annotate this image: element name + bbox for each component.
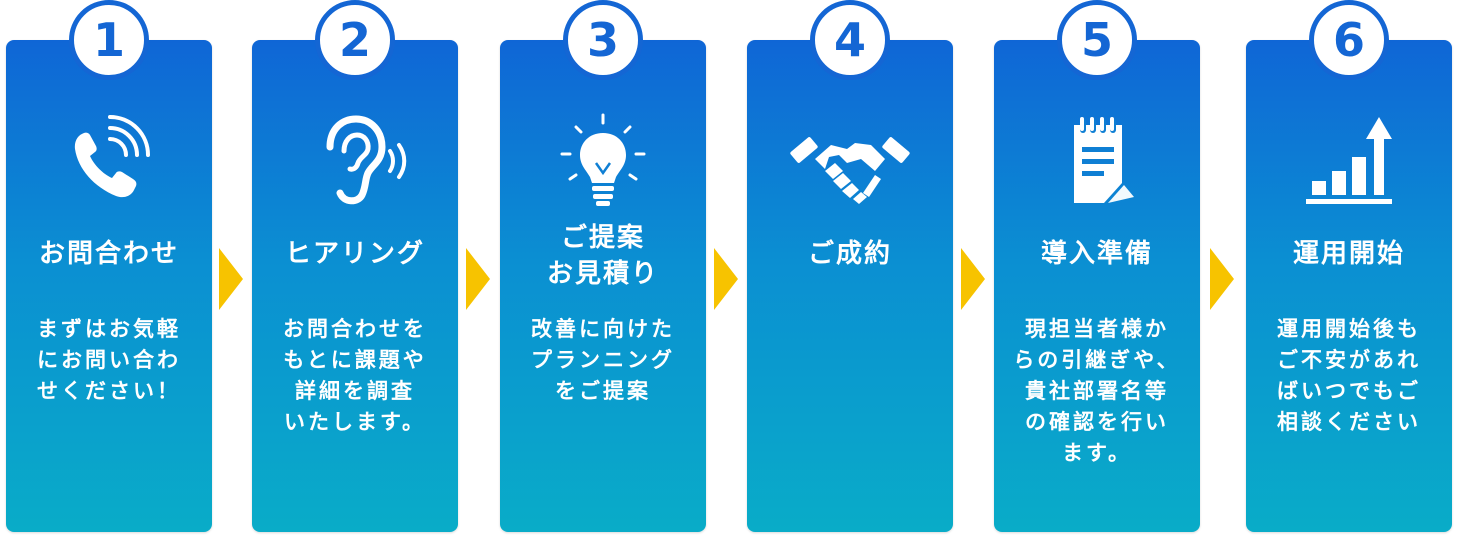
phone-icon [6,102,212,222]
step-title: ヒアリング [284,239,425,269]
next-arrow-icon [961,248,985,310]
next-arrow-icon [714,248,738,310]
ear-icon [252,102,458,222]
step-description: 改善に向けた プランニング をご提案 [531,317,675,403]
step-number-badge: 5 [1057,0,1137,80]
step-number-badge: 6 [1309,0,1389,80]
step-title: ご提案 お見積り [546,223,659,289]
step-card-2: ヒアリング お問合わせを もとに課題や 詳細を調査 いたします。 [252,40,458,532]
step-description: お問合わせを もとに課題や 詳細を調査 いたします。 [283,317,427,434]
step-description: 現担当者様か らの引継ぎや、 貴社部署名等 の確認を行い ます。 [1013,317,1181,465]
step-card-6: 運用開始 運用開始後も ご不安があれ ばいつでもご 相談ください [1246,40,1452,532]
step-description: 運用開始後も ご不安があれ ばいつでもご 相談ください [1277,317,1421,434]
next-arrow-icon [219,248,243,310]
step-title: 運用開始 [1292,239,1405,269]
step-title: お問合わせ [38,239,179,269]
step-card-1: お問合わせ まずはお気軽 にお問い合わ せください！ [6,40,212,532]
lightbulb-icon [500,102,706,222]
step-card-4: ご成約 [747,40,953,532]
step-number-badge: 2 [315,0,395,80]
step-number-badge: 4 [810,0,890,80]
handshake-icon [747,102,953,222]
step-title: ご成約 [807,239,892,269]
step-number-badge: 3 [563,0,643,80]
step-card-5: 導入準備 現担当者様か らの引継ぎや、 貴社部署名等 の確認を行い ます。 [994,40,1200,532]
step-card-3: ご提案 お見積り 改善に向けた プランニング をご提案 [500,40,706,532]
step-description: まずはお気軽 にお問い合わ せください！ [37,317,181,403]
next-arrow-icon [1210,248,1234,310]
document-icon [994,102,1200,222]
step-number-badge: 1 [69,0,149,80]
step-title: 導入準備 [1040,239,1153,269]
growth-chart-icon [1246,102,1452,222]
next-arrow-icon [466,248,490,310]
